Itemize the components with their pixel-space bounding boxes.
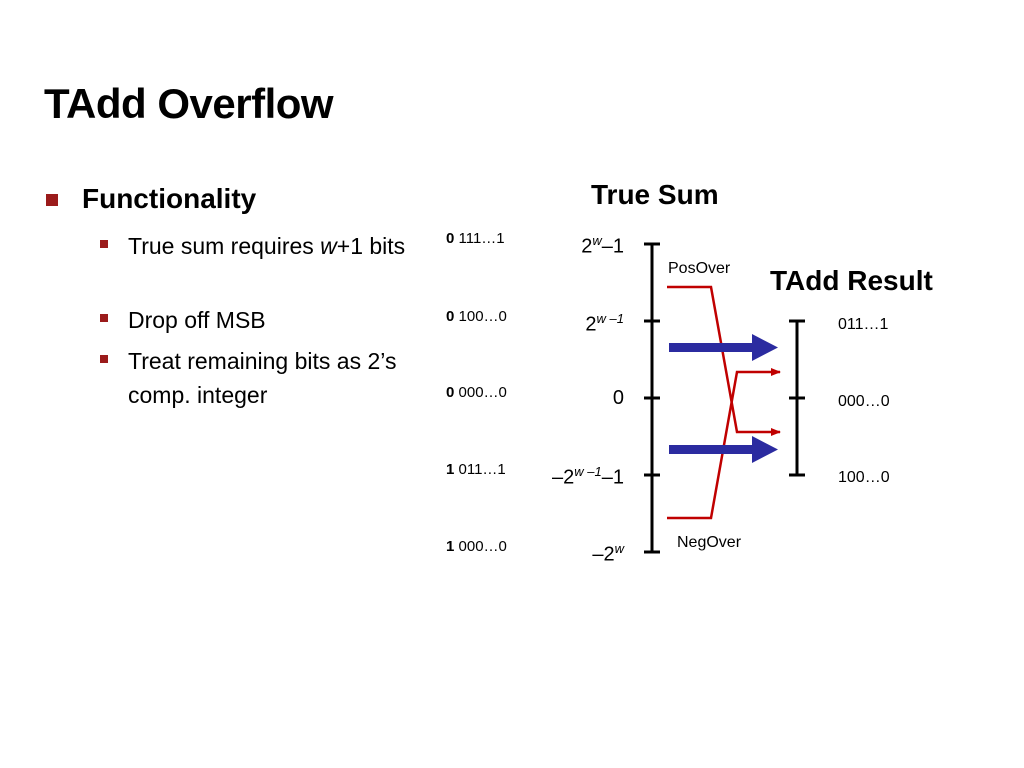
bit-pattern-3: 1 011…1 xyxy=(446,461,506,478)
square-bullet-icon xyxy=(100,355,108,363)
sub-bullet-treat-remaining: Treat remaining bits as 2’s comp. intege… xyxy=(100,344,420,412)
result-label-max: 011…1 xyxy=(838,316,889,333)
bit-pattern-2: 0 000…0 xyxy=(446,384,507,401)
result-label-zero: 000…0 xyxy=(838,393,890,410)
tadd-result-axis xyxy=(789,319,805,477)
bit-pattern-1: 0 100…0 xyxy=(446,308,507,325)
neg-over-label: NegOver xyxy=(677,534,742,551)
bit-pattern-4: 1 000…0 xyxy=(446,538,507,555)
true-sum-axis xyxy=(644,242,660,554)
square-bullet-icon xyxy=(46,194,58,206)
blue-arrow-lower xyxy=(669,436,778,463)
true-sum-label-max: 2w–1 xyxy=(581,233,624,258)
pos-over-label: PosOver xyxy=(668,260,731,277)
true-sum-label-zero: 0 xyxy=(612,387,624,409)
pos-over-path xyxy=(667,285,781,436)
blue-arrow-upper xyxy=(669,334,778,361)
true-sum-label-neg-threshold: –2w –1–1 xyxy=(552,464,624,489)
bullet-text: Functionality xyxy=(82,183,257,214)
bullet-functionality: Functionality xyxy=(46,183,256,215)
sub-bullet-text: Drop off MSB xyxy=(128,307,266,333)
true-sum-title: True Sum xyxy=(591,179,719,210)
sub-bullet-text: True sum requires w+1 bits xyxy=(128,233,406,259)
bit-pattern-0: 0 111…1 xyxy=(446,230,505,247)
square-bullet-icon xyxy=(100,240,108,248)
sub-bullet-drop-msb: Drop off MSB xyxy=(100,303,420,337)
sub-bullet-true-sum: True sum requires w+1 bits xyxy=(100,229,420,263)
slide-title: TAdd Overflow xyxy=(44,80,334,127)
true-sum-label-pos-threshold: 2w –1 xyxy=(585,311,624,336)
sub-bullet-text: Treat remaining bits as 2’s comp. intege… xyxy=(128,348,397,408)
true-sum-label-min: –2w xyxy=(592,541,624,566)
square-bullet-icon xyxy=(100,314,108,322)
result-label-min: 100…0 xyxy=(838,469,890,486)
tadd-result-title: TAdd Result xyxy=(770,265,933,296)
